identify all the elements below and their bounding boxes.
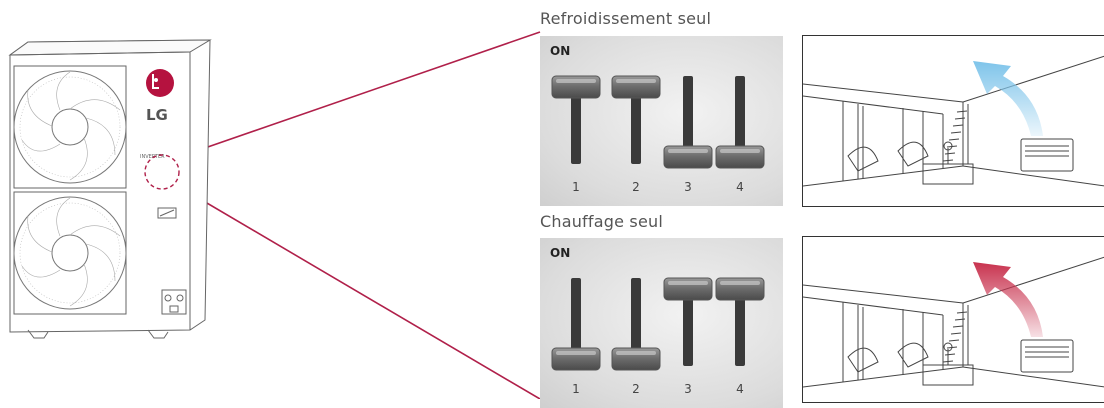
inverter-label: INVERTER	[140, 154, 165, 160]
switch-location-marker	[144, 154, 180, 190]
lg-logo-icon	[146, 69, 174, 97]
callout-line-top	[175, 31, 541, 159]
dip-switch-4: 4	[715, 277, 765, 396]
callout-lines	[175, 31, 541, 399]
dip-switch-2: 2	[611, 75, 661, 194]
dip-switch-2: 2	[611, 278, 661, 396]
switch-number-label: 3	[684, 382, 692, 396]
room-illustration-heating	[802, 236, 1104, 403]
fan-top	[13, 70, 127, 184]
switch-number-label: 2	[632, 180, 640, 194]
fan-bottom	[13, 196, 127, 310]
dip-switch-panel-cooling: ON 1 2 3 4	[540, 36, 783, 206]
switch-number-label: 2	[632, 382, 640, 396]
mode-title-cooling: Refroidissement seul	[540, 9, 712, 28]
switch-number-label: 4	[736, 382, 744, 396]
on-label: ON	[550, 246, 571, 260]
dip-switch-3: 3	[663, 76, 713, 194]
outdoor-unit: LG INVERTER	[8, 39, 212, 339]
mode-title-heating: Chauffage seul	[540, 212, 663, 231]
switch-number-label: 1	[572, 382, 580, 396]
on-label: ON	[550, 44, 571, 58]
switch-number-label: 1	[572, 180, 580, 194]
dip-switch-1: 1	[551, 75, 601, 194]
switch-number-label: 4	[736, 180, 744, 194]
dip-switch-1: 1	[551, 278, 601, 396]
dip-switch-4: 4	[715, 76, 765, 194]
dip-switch-3: 3	[663, 277, 713, 396]
room-illustration-cooling	[802, 35, 1104, 207]
switch-number-label: 3	[684, 180, 692, 194]
cool-airflow-arrow	[973, 61, 1043, 136]
dip-switch-panel-heating: ON 1 2 3 4	[540, 238, 783, 408]
callout-line-bottom	[177, 185, 541, 399]
logo-text: LG	[146, 106, 168, 124]
heat-airflow-arrow	[973, 262, 1043, 337]
